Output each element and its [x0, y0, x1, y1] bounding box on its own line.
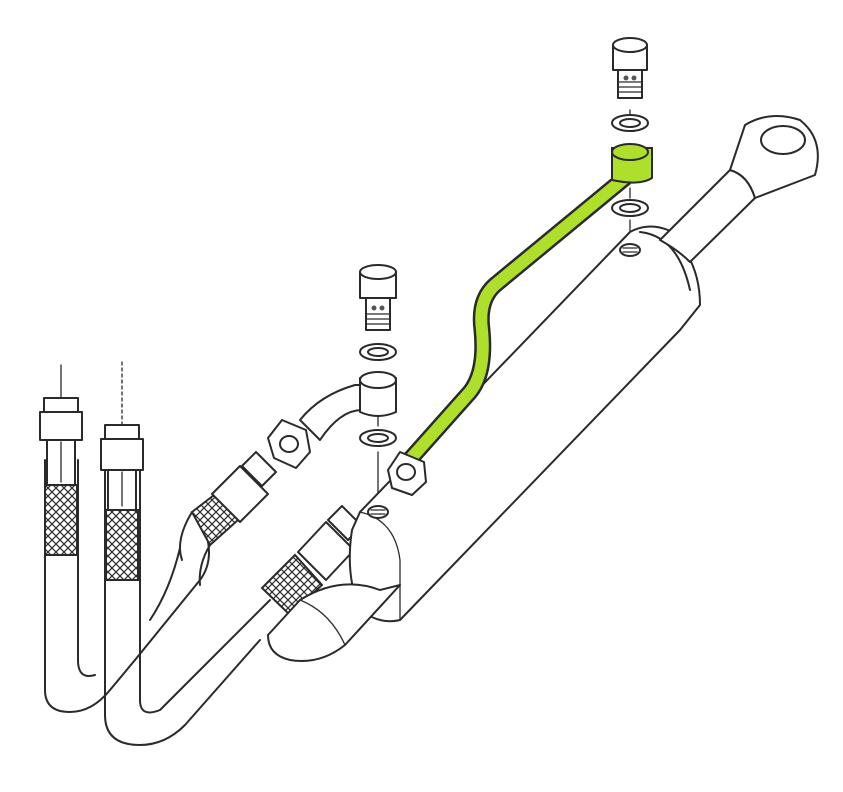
cylinder-mount-bracket [267, 583, 401, 662]
hose-end-fitting-1 [39, 397, 83, 556]
braided-hose-1 [179, 451, 277, 586]
banjo-bolt-lower [359, 264, 397, 331]
hydraulic-cylinder [348, 225, 701, 623]
hose-lines [44, 459, 271, 746]
pipe-nut [387, 451, 427, 496]
hose-end-fitting-2 [100, 424, 144, 581]
highlighted-rigid-pipe [396, 143, 653, 474]
banjo-fitting [267, 371, 397, 469]
banjo-bolt-upper [612, 37, 648, 99]
piston-rod-eye [729, 115, 819, 199]
sealing-washer-set-upper [611, 114, 649, 257]
sealing-washer-set-lower [359, 343, 397, 519]
piston-rod [659, 169, 756, 263]
